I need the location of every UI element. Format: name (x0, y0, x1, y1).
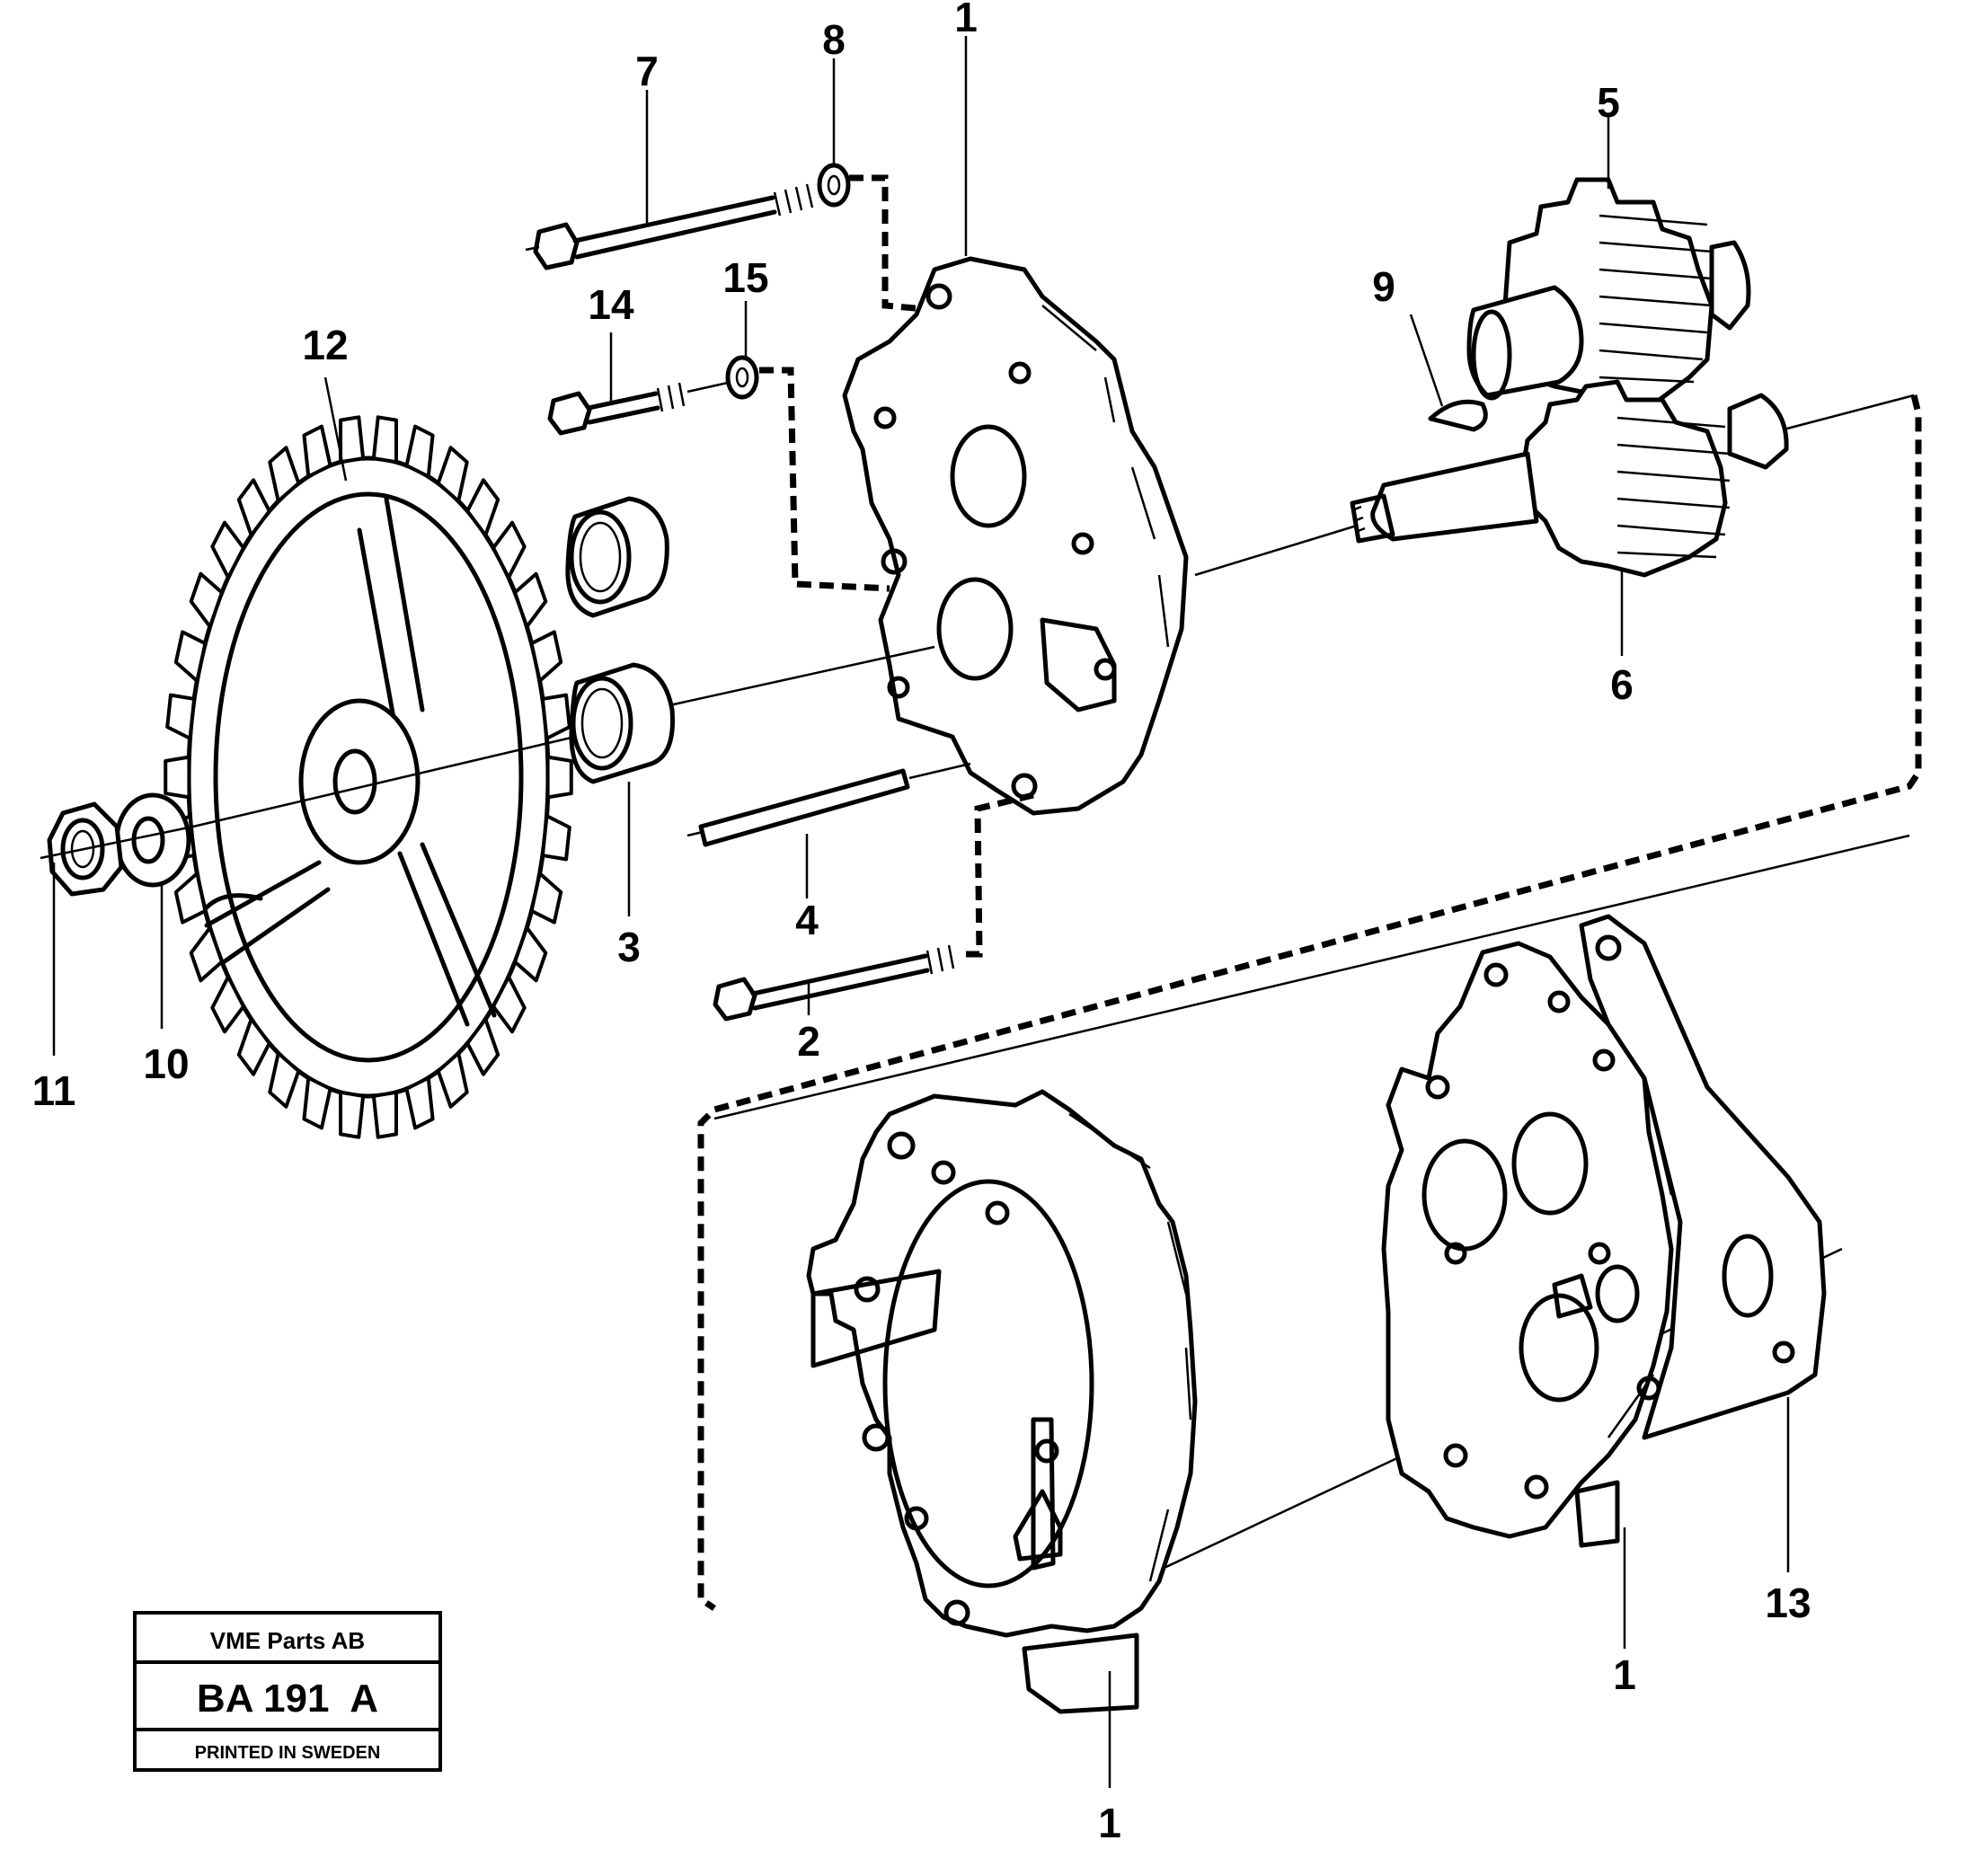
bolt-7[interactable] (525, 183, 814, 270)
sprocket-teeth (164, 415, 573, 1139)
pump-housing-lower[interactable] (806, 1089, 1198, 1714)
sprocket-tooth (513, 925, 548, 983)
leader-lines (52, 36, 1790, 1788)
sprocket-tooth (436, 1051, 469, 1109)
bushing-upper[interactable] (565, 496, 669, 618)
sprocket-tooth (492, 975, 527, 1034)
sprocket-tooth (545, 755, 573, 800)
callout-9: 9 (1372, 263, 1395, 310)
sprocket-tooth (540, 814, 571, 862)
sprocket-tooth (189, 925, 224, 983)
callout-7: 7 (635, 48, 659, 94)
sprocket-tooth (339, 1090, 366, 1139)
stamp-company: VME Parts AB (210, 1627, 365, 1654)
sprocket-tooth (465, 1017, 500, 1076)
sprocket-tooth (339, 415, 366, 465)
sprocket-tooth (404, 424, 435, 479)
callout-6: 6 (1610, 661, 1634, 708)
callout-2: 2 (797, 1018, 820, 1065)
sprocket-tooth (465, 478, 500, 537)
sprocket-12[interactable] (164, 415, 573, 1139)
sprocket-tooth (302, 1075, 332, 1130)
sprocket-tooth (173, 872, 208, 925)
sprocket-tooth (210, 520, 245, 580)
bushing-3[interactable] (569, 662, 676, 784)
callout-1-right: 1 (1613, 1651, 1636, 1698)
sprocket-tooth (529, 872, 563, 925)
sprocket-tooth (371, 1090, 398, 1139)
sprocket-tooth (164, 755, 191, 800)
pump-cover-upper[interactable] (842, 256, 1189, 816)
callout-12: 12 (302, 322, 348, 368)
sprocket-tooth (540, 693, 571, 740)
pump-cover-lower[interactable] (1381, 914, 1827, 1548)
bolt-14[interactable] (547, 381, 729, 436)
callout-1-bottom: 1 (1098, 1800, 1121, 1846)
sprocket-tooth (513, 571, 548, 629)
washer-8[interactable] (817, 163, 851, 208)
key-9[interactable] (1428, 399, 1488, 432)
callout-8: 8 (822, 16, 846, 63)
callout-5: 5 (1597, 79, 1620, 126)
sprocket-tooth (268, 1051, 301, 1109)
callout-1-top: 1 (954, 0, 978, 40)
sprocket-tooth (173, 630, 208, 683)
sprocket-tooth (268, 446, 301, 503)
callout-4: 4 (795, 897, 819, 943)
callout-13: 13 (1765, 1580, 1811, 1626)
callout-14: 14 (588, 281, 634, 328)
sprocket-tooth (492, 520, 527, 580)
callout-15: 15 (722, 254, 768, 301)
callout-11: 11 (32, 1067, 76, 1114)
sprocket-tooth (236, 478, 271, 537)
drawing-stamp: VME Parts AB BA 191 A PRINTED IN SWEDEN (133, 1611, 442, 1772)
sprocket-tooth (529, 630, 563, 683)
stamp-code: BA 191 A (197, 1677, 378, 1721)
sprocket-tooth (436, 446, 469, 503)
sprocket-tooth (189, 571, 224, 629)
washer-15[interactable] (725, 355, 759, 400)
gear-5[interactable] (1466, 177, 1751, 407)
sprocket-tooth (404, 1075, 435, 1130)
pin-4[interactable] (686, 762, 971, 847)
bolt-2[interactable] (713, 944, 955, 1022)
callout-3: 3 (617, 924, 641, 970)
gear-6-shaft[interactable] (1350, 379, 1789, 578)
sprocket-tooth (165, 693, 197, 740)
stamp-printed: PRINTED IN SWEDEN (195, 1743, 381, 1763)
sprocket-tooth (302, 424, 332, 479)
sprocket-tooth (210, 975, 245, 1034)
callout-10: 10 (143, 1040, 189, 1087)
sprocket-tooth (371, 415, 398, 465)
sprocket-tooth (236, 1017, 271, 1076)
